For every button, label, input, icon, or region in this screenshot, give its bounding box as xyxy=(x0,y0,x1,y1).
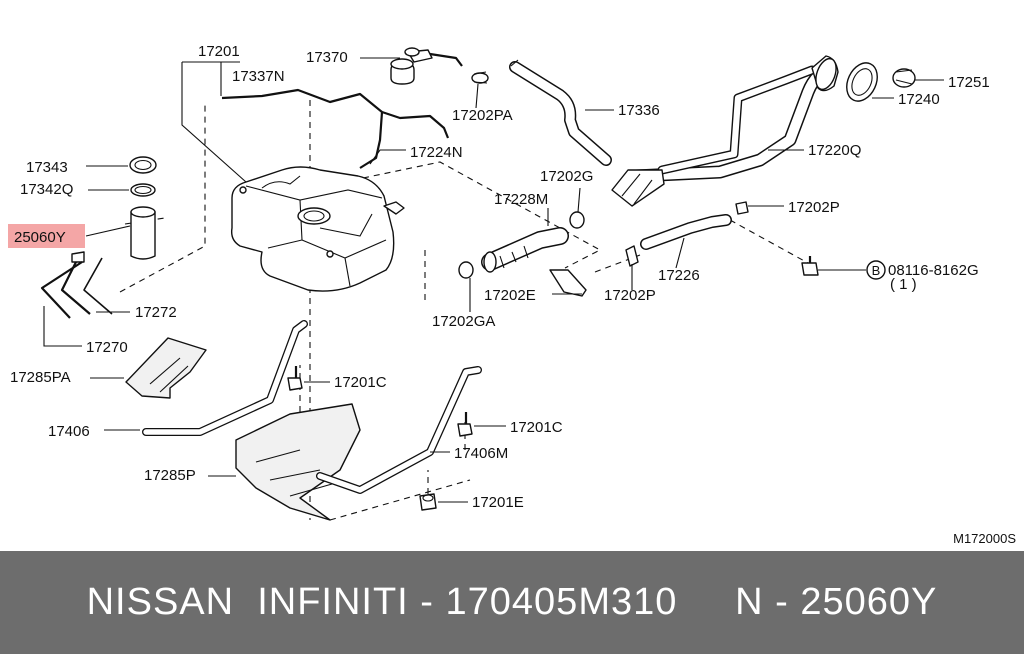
callout-17240: 17240 xyxy=(898,91,940,108)
callout-qty1: ( 1 ) xyxy=(890,276,917,293)
callout-17201e: 17201E xyxy=(472,494,524,511)
gasket-17342q xyxy=(130,183,156,197)
clamp-17202g xyxy=(569,211,585,229)
callout-17202p_b: 17202P xyxy=(604,287,656,304)
callout-17224n: 17224N xyxy=(410,144,463,161)
fuel-pump-25060y xyxy=(130,206,156,260)
callout-17285pa: 17285PA xyxy=(10,369,71,386)
leader-line-17270 xyxy=(43,306,82,347)
bolt-marker: B xyxy=(866,260,886,280)
callout-17202p_a: 17202P xyxy=(788,199,840,216)
clip-17202p-upper xyxy=(735,201,749,215)
tube-17272 xyxy=(60,251,113,315)
callout-17285p: 17285P xyxy=(144,467,196,484)
callout-17202e: 17202E xyxy=(484,287,536,304)
callout-17220q: 17220Q xyxy=(808,142,861,159)
leader-line-17226 xyxy=(675,237,685,269)
clip-17202p-lower xyxy=(625,245,639,267)
fuel-tank-exploded-diagram: B xyxy=(8,43,1016,546)
callout-17336: 17336 xyxy=(618,102,660,119)
callout-17202g: 17202G xyxy=(540,168,593,185)
strap-17406 xyxy=(142,320,308,436)
callout-17342q: 17342Q xyxy=(20,181,73,198)
diagram-code: M172000S xyxy=(953,531,1016,546)
footer-banner: NISSAN INFINITI - 170405M310 N - 25060Y xyxy=(0,551,1024,654)
fuel-tank xyxy=(230,166,405,292)
fuel-cap-17251 xyxy=(892,68,916,88)
bolt-17201c-right xyxy=(457,412,473,437)
leader-line-17202pa xyxy=(475,83,479,109)
callout-17251: 17251 xyxy=(948,74,990,91)
footer-part-text: NISSAN INFINITI - 170405M310 N - 25060Y xyxy=(86,581,938,623)
clamp-17202ga xyxy=(458,261,474,279)
insulator-17285pa xyxy=(125,337,207,399)
callout-17202ga: 17202GA xyxy=(432,313,495,330)
harness-17337n xyxy=(221,88,450,169)
bracket-17202e xyxy=(549,269,587,297)
callout-17337n: 17337N xyxy=(232,68,285,85)
lock-ring-17343 xyxy=(129,156,157,174)
leader-line-25060y xyxy=(85,225,131,237)
vent-valve xyxy=(390,47,463,85)
insulator-17285p xyxy=(235,403,361,521)
leader-line-17224n xyxy=(369,149,406,165)
callout-17228m: 17228M xyxy=(494,191,548,208)
callout-17370: 17370 xyxy=(306,49,348,66)
hose-17226 xyxy=(640,214,732,250)
bolt-08116 xyxy=(801,256,819,276)
nut-17201e xyxy=(419,493,437,511)
callout-17272: 17272 xyxy=(135,304,177,321)
filler-ring-17240 xyxy=(846,62,878,102)
leader-line-17202g xyxy=(577,187,581,213)
bolt-marker-letter: B xyxy=(872,263,881,278)
callout-17343: 17343 xyxy=(26,159,68,176)
callout-17201: 17201 xyxy=(198,43,240,60)
filler-tube xyxy=(611,55,839,207)
callout-layer: 17201 17337N 17370 17202PA 17336 17251 17240 17… xyxy=(10,43,990,511)
leader-line-17201 xyxy=(181,61,247,183)
callout-17226: 17226 xyxy=(658,267,700,284)
callout-17406: 17406 xyxy=(48,423,90,440)
part-highlight xyxy=(8,224,85,248)
callout-17201c_b: 17201C xyxy=(510,419,563,436)
hose-17336 xyxy=(509,59,612,166)
bolt-17201c-left xyxy=(287,366,303,391)
callout-08116: 08116-8162G xyxy=(888,262,979,279)
callout-25060y: 25060Y xyxy=(14,229,66,246)
callout-17202pa: 17202PA xyxy=(452,107,513,124)
callout-17201c_a: 17201C xyxy=(334,374,387,391)
clip-17202pa xyxy=(471,71,489,84)
hose-17228m xyxy=(481,227,569,273)
callout-17406m: 17406M xyxy=(454,445,508,462)
tube-17270 xyxy=(40,261,83,319)
callout-17270: 17270 xyxy=(86,339,128,356)
